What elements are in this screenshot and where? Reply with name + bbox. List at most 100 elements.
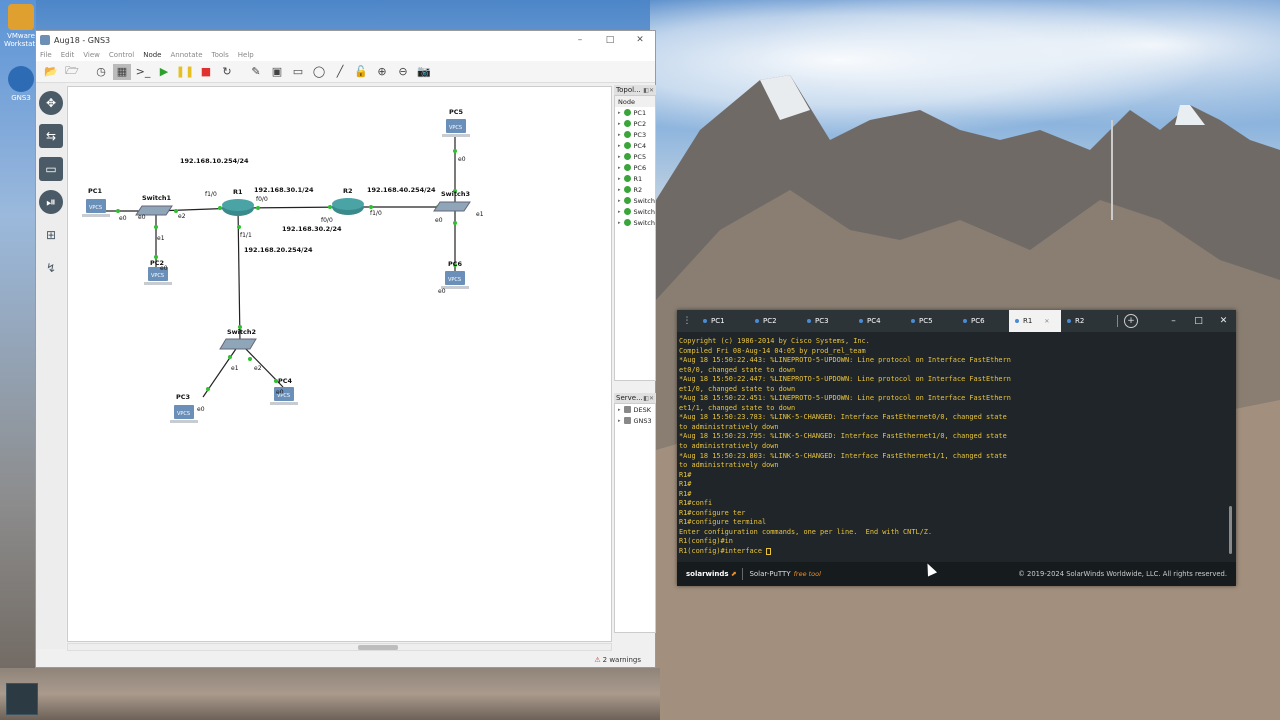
menu-file[interactable]: File (40, 51, 52, 59)
topology-node-item[interactable]: ▸PC3 (618, 130, 647, 139)
terminal-line: *Aug 18 15:50:22.447: %LINEPROTO-5-UPDOW… (679, 375, 1011, 384)
menu-help[interactable]: Help (237, 51, 254, 59)
tab-pc2[interactable]: PC2 (749, 310, 801, 332)
iface-label: e0 (438, 288, 446, 295)
topology-node-item[interactable]: ▸Switch (618, 196, 655, 205)
taskbar-button[interactable] (6, 683, 38, 715)
browse-end-devices-icon[interactable]: ▭ (39, 157, 63, 181)
tab-divider (1117, 315, 1118, 327)
menu-annotate[interactable]: Annotate (170, 51, 203, 59)
topology-node-item[interactable]: ▸PC1 (618, 108, 647, 117)
snapshot-clock-icon[interactable]: ◷ (96, 65, 106, 78)
draw-ellipse-icon[interactable]: ◯ (312, 65, 326, 78)
topology-node-item[interactable]: ▸R2 (618, 185, 643, 194)
switch3-node[interactable] (433, 201, 471, 212)
terminal-line: to administratively down (679, 442, 779, 451)
draw-line-icon[interactable]: ╱ (336, 65, 344, 78)
console-icon[interactable]: >_ (135, 65, 151, 78)
vmware-icon-label: VMware Workstation (4, 32, 46, 48)
maximize-icon[interactable]: □ (605, 35, 615, 45)
lock-icon[interactable]: 🔓 (354, 65, 368, 78)
vmware-desktop-icon[interactable]: VMware Workstation (4, 4, 46, 48)
close-icon[interactable]: ✕ (636, 35, 644, 45)
show-interfaces-icon[interactable]: ▦ (113, 63, 131, 80)
dock-close-icon[interactable]: ◧✕ (643, 86, 654, 94)
terminal-output[interactable]: Copyright (c) 1986-2014 by Cisco Systems… (677, 334, 1224, 560)
edit-note-icon[interactable]: ✎ (251, 65, 261, 78)
stop-icon[interactable]: ■ (200, 65, 212, 78)
topology-dock-title: Topol... (616, 86, 641, 94)
tab-r1[interactable]: R1✕ (1009, 310, 1061, 332)
status-warnings[interactable]: ⚠2 warnings (594, 656, 641, 664)
topology-canvas[interactable]: VPCS VPCS VPCS VPCS VPCS (67, 86, 612, 642)
terminal-line: et1/0, changed state to down (679, 384, 796, 393)
terminal-line: Copyright (c) 1986-2014 by Cisco Systems… (679, 337, 870, 345)
iface-label: e2 (254, 365, 262, 372)
topology-node-item[interactable]: ▸R1 (618, 174, 643, 183)
topology-node-item[interactable]: ▸Switch (618, 207, 655, 216)
switch1-node[interactable] (135, 205, 173, 216)
tab-close-icon[interactable]: ✕ (1044, 317, 1050, 325)
topology-node-item[interactable]: ▸PC2 (618, 119, 647, 128)
pc2-node[interactable]: VPCS (144, 267, 172, 285)
minimize-icon[interactable]: – (577, 35, 583, 45)
pc4-node[interactable]: VPCS (270, 387, 298, 405)
terminal-line: et1/1, changed state to down (679, 403, 796, 412)
more-vertical-icon[interactable]: ⋮ (682, 316, 692, 326)
add-link-icon[interactable]: ↯ (45, 261, 57, 275)
topology-node-item[interactable]: ▸Switch (618, 218, 655, 227)
tab-pc4[interactable]: PC4 (853, 310, 905, 332)
server-item[interactable]: ▸DESK (618, 405, 652, 414)
close-icon[interactable]: ✕ (1219, 316, 1228, 326)
zoom-out-icon[interactable]: ⊖ (398, 65, 408, 78)
server-item[interactable]: ▸GNS3 (618, 416, 652, 425)
zoom-in-icon[interactable]: ⊕ (377, 65, 387, 78)
topology-node-item[interactable]: ▸PC5 (618, 152, 647, 161)
draw-rectangle-icon[interactable]: ▭ (292, 65, 304, 78)
new-session-icon[interactable]: + (1124, 314, 1138, 328)
browse-switches-icon[interactable]: ⇆ (39, 124, 63, 148)
dock-close-icon[interactable]: ◧✕ (643, 394, 654, 402)
tab-pc3[interactable]: PC3 (801, 310, 853, 332)
maximize-icon[interactable]: □ (1194, 316, 1203, 326)
tab-pc1[interactable]: PC1 (697, 310, 749, 332)
r2-router-node[interactable] (332, 198, 364, 215)
menu-tools[interactable]: Tools (211, 51, 229, 59)
screenshot-icon[interactable]: 📷 (417, 65, 431, 78)
pc5-node[interactable]: VPCS (442, 119, 470, 137)
open-project-icon[interactable]: 🗁 (65, 64, 79, 77)
pc3-node[interactable]: VPCS (170, 405, 198, 423)
vpcs-badge: VPCS (151, 273, 164, 279)
terminal-line: R1# (679, 480, 692, 489)
iface-label: f1/0 (370, 210, 382, 217)
vpcs-badge: VPCS (448, 277, 461, 283)
r1-router-node[interactable] (222, 199, 254, 216)
menu-control[interactable]: Control (108, 51, 135, 59)
browse-all-devices-icon[interactable]: ⊞ (45, 228, 57, 242)
tab-pc6[interactable]: PC6 (957, 310, 1009, 332)
copyright-text: © 2019-2024 SolarWinds Worldwide, LLC. A… (1018, 570, 1227, 578)
subnet-label-10: 192.168.10.254/24 (180, 157, 249, 165)
terminal-scrollbar[interactable] (1229, 506, 1232, 554)
suspend-icon[interactable]: ❚❚ (175, 65, 195, 78)
topology-node-item[interactable]: ▸PC4 (618, 141, 647, 150)
topology-node-item[interactable]: ▸PC6 (618, 163, 647, 172)
reload-icon[interactable]: ↻ (222, 65, 232, 78)
gns3-desktop-icon[interactable]: GNS3 (4, 66, 38, 102)
tab-pc5[interactable]: PC5 (905, 310, 957, 332)
browse-routers-icon[interactable]: ✥ (39, 91, 63, 115)
open-folder-icon[interactable]: 📂 (44, 65, 58, 78)
insert-image-icon[interactable]: ▣ (271, 65, 283, 78)
browse-security-icon[interactable]: ⏯ (39, 190, 63, 214)
terminal-line: R1# (679, 470, 692, 479)
menu-edit[interactable]: Edit (60, 51, 75, 59)
pc1-node[interactable]: VPCS (82, 199, 110, 217)
menu-node[interactable]: Node (143, 51, 162, 59)
pc6-node[interactable]: VPCS (441, 271, 469, 289)
menu-view[interactable]: View (83, 51, 100, 59)
start-icon[interactable]: ▶ (159, 65, 169, 78)
switch2-node[interactable] (219, 338, 257, 350)
tab-r2[interactable]: R2 (1061, 310, 1113, 332)
canvas-horizontal-scrollbar[interactable] (67, 643, 612, 651)
minimize-icon[interactable]: – (1171, 316, 1176, 326)
